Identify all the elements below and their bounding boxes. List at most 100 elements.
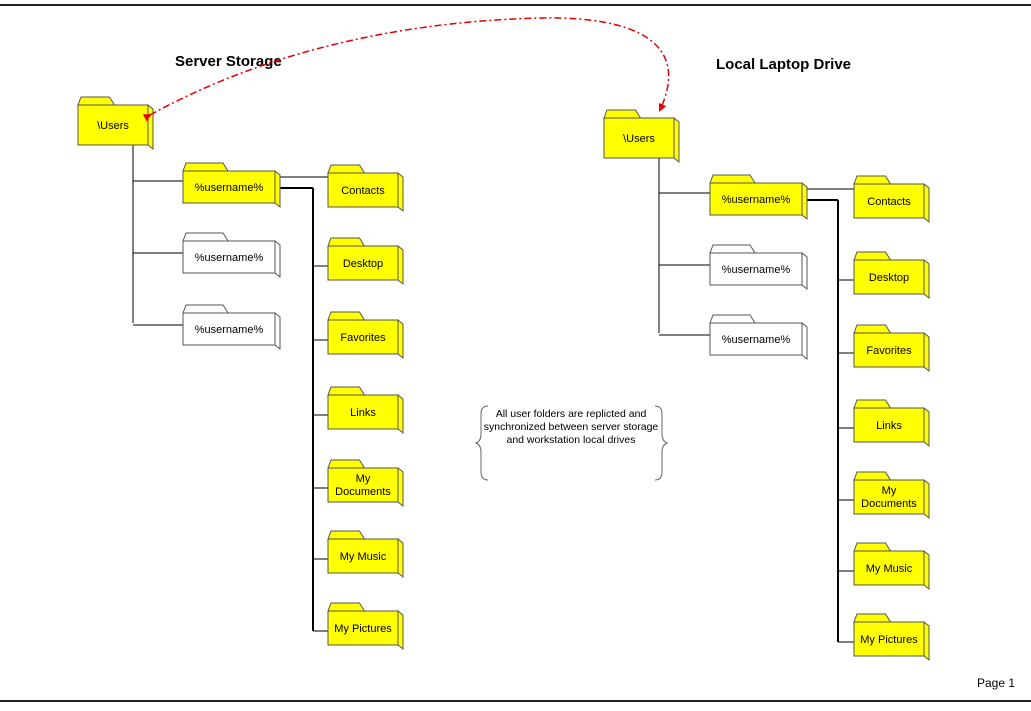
folder-side	[923, 478, 930, 520]
local-my-documents-folder-label-line2: Documents	[861, 498, 917, 510]
folder-icon	[709, 322, 803, 356]
server-users-folder: \Users	[77, 96, 154, 151]
local-user-folder-1: %username%	[709, 244, 808, 291]
folder-side	[923, 258, 930, 300]
folder-tab	[603, 109, 642, 119]
sync-note: All user folders are replicted and synch…	[483, 408, 659, 446]
folder-tab	[327, 386, 366, 396]
folder-side	[923, 549, 930, 591]
folder-icon	[182, 170, 276, 204]
folder-icon	[853, 259, 925, 295]
folder-icon	[603, 117, 675, 159]
folder-tab	[327, 237, 366, 247]
folder-side	[274, 311, 281, 351]
server-user-folder-2-label: %username%	[195, 324, 264, 336]
note-left-brace	[474, 405, 489, 481]
local-favorites-folder-label: Favorites	[866, 345, 912, 357]
folder-tab	[327, 530, 366, 540]
server-contacts-folder-label: Contacts	[341, 185, 385, 197]
local-user-folder-2-label: %username%	[722, 334, 791, 346]
local-contacts-folder-label: Contacts	[867, 196, 911, 208]
folder-tab	[327, 311, 366, 321]
folder-side	[923, 406, 930, 448]
folder-tab	[327, 459, 366, 469]
local-user-folder-2: %username%	[709, 314, 808, 361]
server-my-documents-folder-label-line2: Documents	[335, 486, 391, 498]
local-links-folder-label: Links	[876, 420, 902, 432]
folder-icon	[853, 407, 925, 443]
server-active-user-folder: %username%	[182, 162, 281, 209]
server-contacts-folder: Contacts	[327, 164, 404, 213]
server-active-user-folder-label: %username%	[195, 182, 264, 194]
local-active-user-folder: %username%	[709, 174, 808, 221]
folder-icon	[327, 394, 399, 430]
folder-icon	[327, 172, 399, 208]
folder-side	[274, 169, 281, 209]
local-my-music-folder-label: My Music	[866, 563, 913, 575]
folder-tab	[182, 232, 229, 242]
folder-side	[397, 244, 404, 286]
local-users-folder: \Users	[603, 109, 680, 164]
local-contacts-folder: Contacts	[853, 175, 930, 224]
folder-icon	[327, 245, 399, 281]
folder-side	[147, 103, 154, 151]
folder-icon	[182, 312, 276, 346]
local-favorites-folder: Favorites	[853, 324, 930, 373]
server-storage-title: Server Storage	[175, 53, 282, 70]
local-my-pictures-folder: My Pictures	[853, 613, 930, 662]
folder-icon	[853, 332, 925, 368]
folder-icon	[853, 479, 925, 515]
folder-tab	[853, 324, 892, 334]
local-links-folder: Links	[853, 399, 930, 448]
folder-tab	[853, 175, 892, 185]
local-my-pictures-folder-label: My Pictures	[860, 634, 918, 646]
local-user-folder-1-label: %username%	[722, 264, 791, 276]
folder-icon	[77, 104, 149, 146]
folder-tab	[853, 471, 892, 481]
server-links-folder: Links	[327, 386, 404, 435]
folder-icon	[853, 550, 925, 586]
folder-side	[397, 466, 404, 508]
server-my-music-folder: My Music	[327, 530, 404, 579]
local-desktop-folder: Desktop	[853, 251, 930, 300]
folder-side	[397, 609, 404, 651]
folder-tab	[327, 602, 366, 612]
local-my-documents-folder-label-line1: My	[882, 485, 897, 497]
folder-icon	[182, 240, 276, 274]
server-favorites-folder-label: Favorites	[340, 332, 386, 344]
page-number: Page 1	[977, 676, 1016, 690]
folder-side	[397, 393, 404, 435]
server-links-folder-label: Links	[350, 407, 376, 419]
server-user-folder-2: %username%	[182, 304, 281, 351]
local-my-music-folder: My Music	[853, 542, 930, 591]
folder-side	[801, 251, 808, 291]
folder-side	[274, 239, 281, 279]
server-user-folder-1-label: %username%	[195, 252, 264, 264]
folder-side	[923, 182, 930, 224]
folder-tab	[77, 96, 116, 106]
folder-tab	[709, 174, 756, 184]
folder-side	[397, 171, 404, 213]
server-desktop-folder: Desktop	[327, 237, 404, 286]
folder-tab	[853, 251, 892, 261]
server-favorites-folder: Favorites	[327, 311, 404, 360]
folder-side	[801, 321, 808, 361]
folder-side	[397, 318, 404, 360]
folder-tab	[853, 542, 892, 552]
folder-icon	[327, 538, 399, 574]
server-my-documents-folder-label-line1: My	[356, 473, 371, 485]
folder-side	[923, 331, 930, 373]
local-users-folder-label: \Users	[623, 133, 655, 145]
local-laptop-drive-title: Local Laptop Drive	[716, 56, 852, 73]
folder-icon	[327, 319, 399, 355]
folder-icon	[853, 621, 925, 657]
folder-side	[923, 620, 930, 662]
folder-side	[801, 181, 808, 221]
server-user-folder-1: %username%	[182, 232, 281, 279]
bottom-rule	[0, 700, 1031, 702]
folder-icon	[327, 610, 399, 646]
folder-tab	[182, 162, 229, 172]
